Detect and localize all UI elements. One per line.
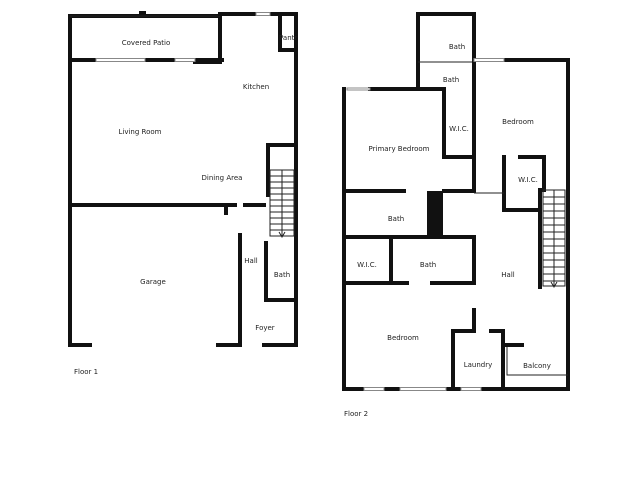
room-label-bath-top: Bath — [449, 43, 465, 51]
window — [399, 387, 447, 391]
room-label-living-room: Living Room — [119, 128, 162, 136]
kitchen-wall — [218, 12, 298, 147]
laundry-right-walls — [472, 308, 505, 391]
window — [95, 58, 146, 62]
floor-2-caption: Floor 2 — [344, 410, 368, 418]
pantry-walls — [278, 12, 298, 52]
floor-1-caption: Floor 1 — [74, 368, 98, 376]
wic-right-walls — [502, 155, 546, 212]
room-label-wic-primary: W.I.C. — [449, 125, 469, 133]
foyer-walls — [216, 233, 298, 347]
room-label-pantry: Pantr — [279, 34, 297, 42]
room-label-bath-lower: Bath — [420, 261, 436, 269]
garage-left-wall — [68, 203, 92, 347]
room-label-covered-patio: Covered Patio — [122, 39, 171, 47]
room-label-primary-bedroom: Primary Bedroom — [369, 145, 430, 153]
window — [460, 387, 482, 391]
room-label-foyer: Foyer — [255, 324, 275, 332]
top-bath-wall — [416, 12, 476, 62]
right-outer-wall — [472, 58, 570, 391]
patio-wall-right — [193, 12, 222, 64]
floor-1-plan: Covered Patio Pantr Kitchen Living Room … — [68, 11, 298, 376]
room-label-kitchen: Kitchen — [243, 83, 269, 91]
floor-2-plan: Bath Bath W.I.C. Bedroom Primary Bedroom… — [342, 12, 570, 418]
room-label-bedroom-bottom: Bedroom — [387, 334, 419, 342]
window — [255, 12, 271, 16]
stairs-floor-2 — [538, 188, 566, 289]
room-label-garage: Garage — [140, 278, 166, 286]
room-label-balcony: Balcony — [523, 362, 551, 370]
patio-post — [139, 11, 146, 17]
window — [174, 58, 196, 62]
window — [346, 87, 371, 91]
room-label-bedroom-right: Bedroom — [502, 118, 534, 126]
room-label-hall: Hall — [501, 271, 514, 279]
balcony-rail — [506, 345, 568, 376]
room-label-wic-right: W.I.C. — [518, 176, 538, 184]
lower-bath-walls — [389, 235, 476, 285]
room-label-laundry: Laundry — [464, 361, 493, 369]
shaft-block — [427, 191, 443, 237]
room-label-hall: Hall — [244, 257, 257, 265]
stair-side-walls — [264, 143, 298, 302]
window — [473, 58, 505, 62]
room-label-bath-middle: Bath — [388, 215, 404, 223]
wic-primary-walls — [416, 87, 476, 159]
room-label-bath: Bath — [274, 271, 290, 279]
room-label-wic-left: W.I.C. — [357, 261, 377, 269]
laundry-walls — [451, 329, 476, 391]
room-label-dining-area: Dining Area — [202, 174, 243, 182]
room-label-bath-upper: Bath — [443, 76, 459, 84]
stairs-floor-1 — [269, 169, 295, 238]
window — [363, 387, 385, 391]
